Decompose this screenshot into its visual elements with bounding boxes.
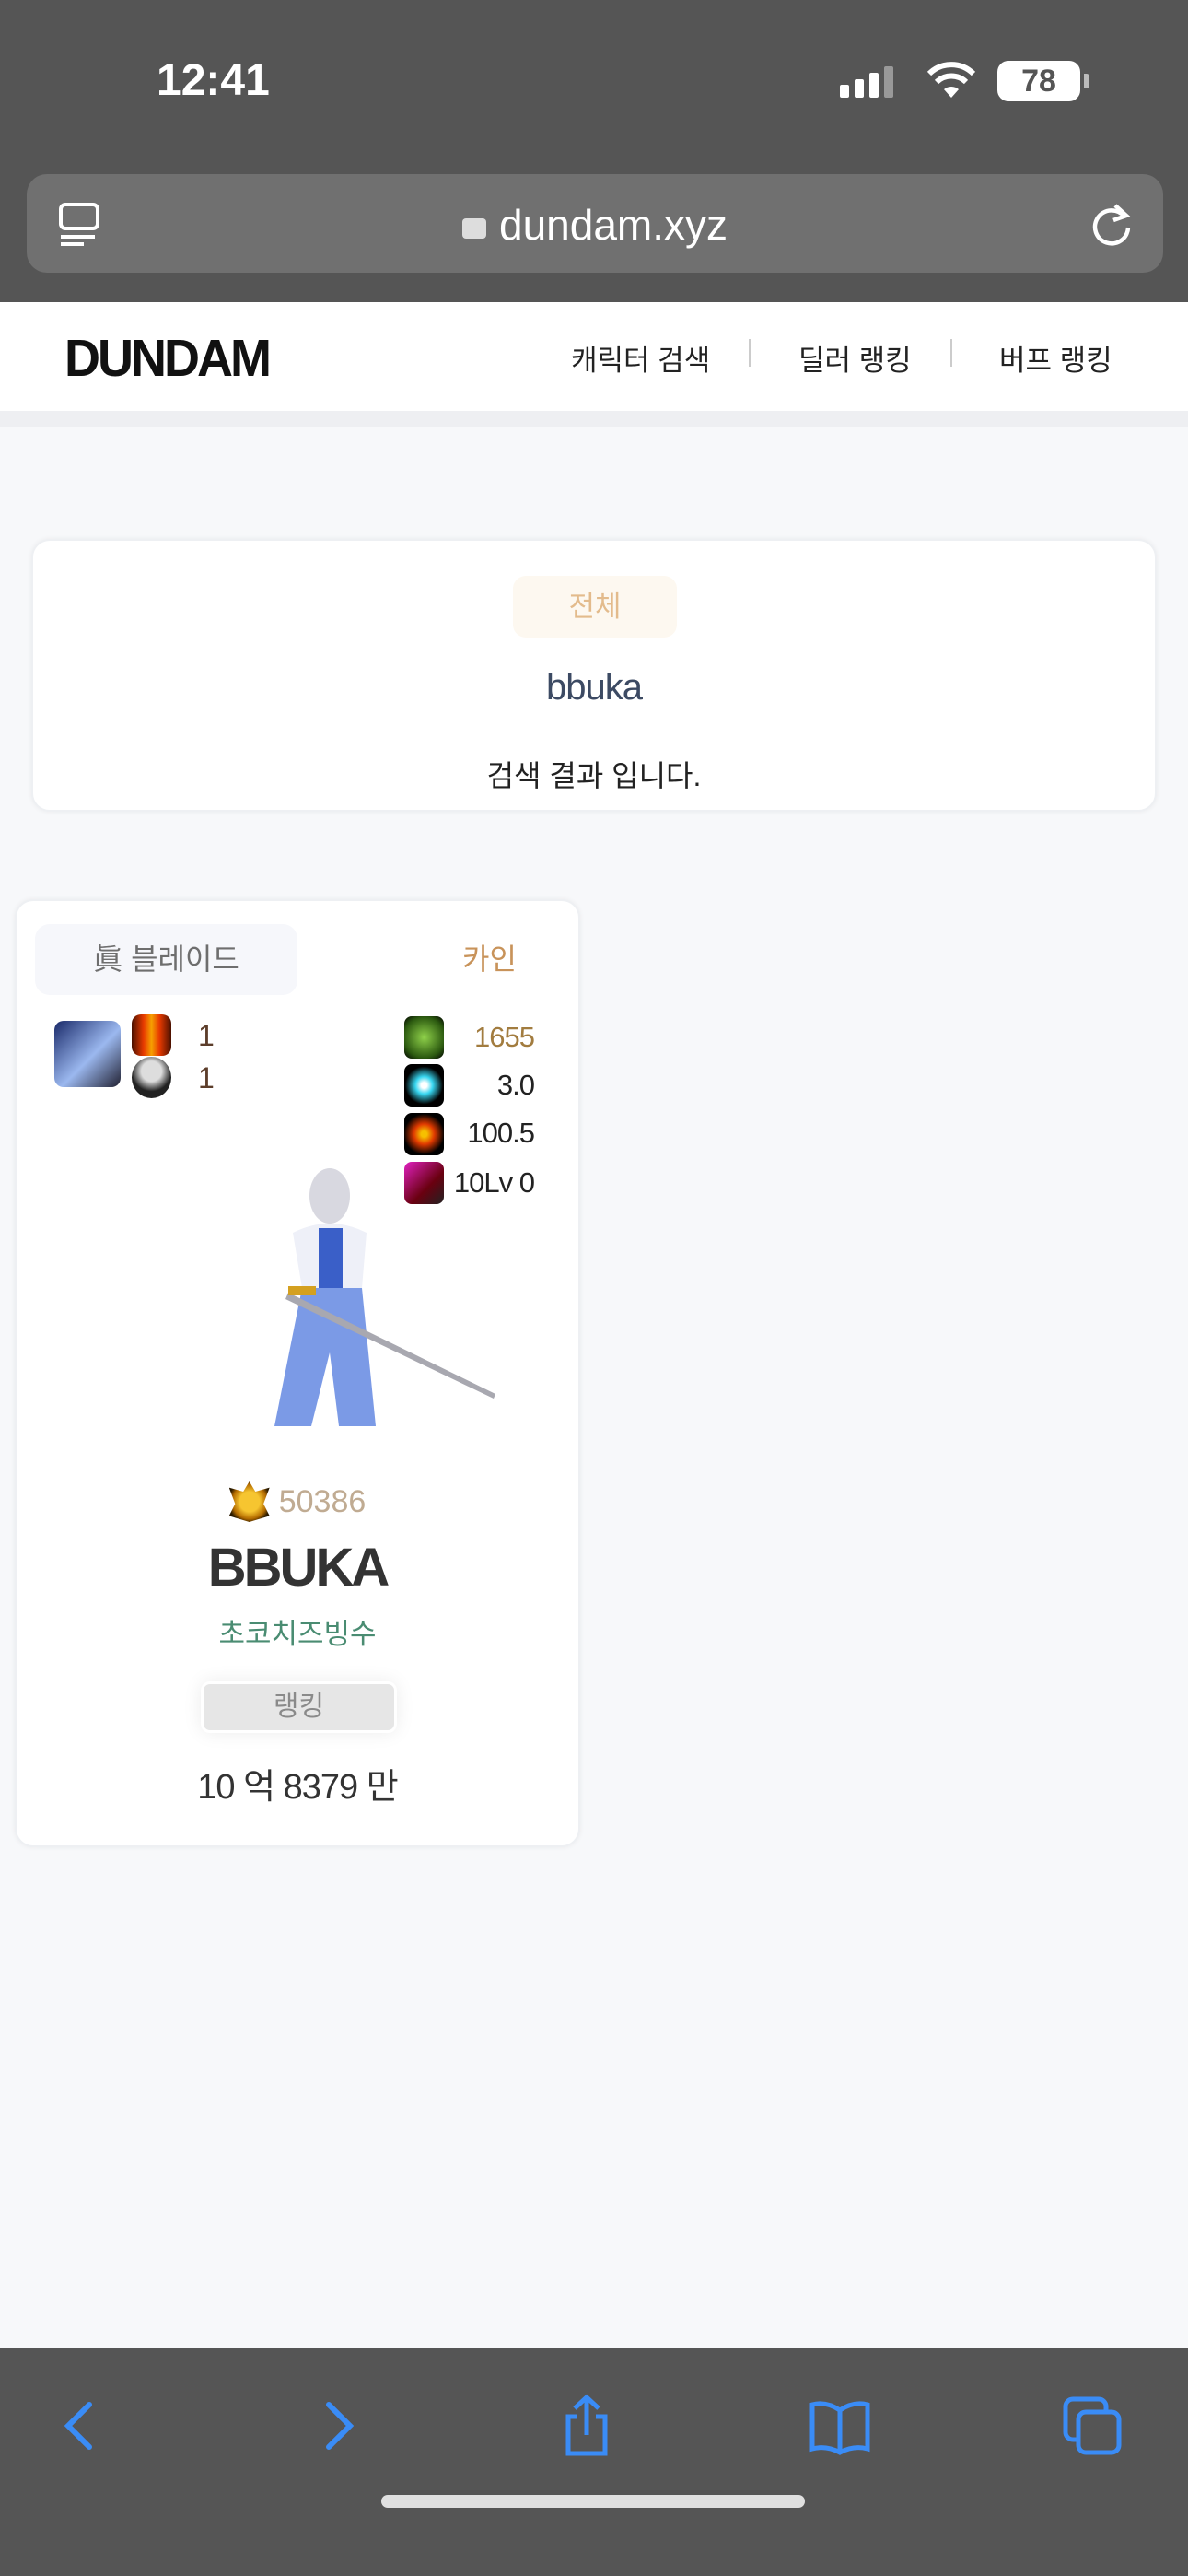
nav-dealer-ranking[interactable]: 딜러 랭킹 <box>798 345 912 377</box>
site-header: DUNDAM 캐릭터 검색 딜러 랭킹 버프 랭킹 <box>0 302 1188 427</box>
nav-divider <box>950 339 952 367</box>
damage-value: 10 억 8379 만 <box>197 1768 398 1807</box>
stat-value: 3.0 <box>496 1069 535 1101</box>
character-name: BBUKA <box>207 1538 390 1598</box>
wifi-icon <box>926 62 976 98</box>
stat-value: 10Lv 0 <box>453 1166 535 1199</box>
character-sprite <box>274 1168 495 1426</box>
helmet-icon <box>404 1016 444 1059</box>
site-logo[interactable]: DUNDAM <box>64 329 272 388</box>
stat-value: 100.5 <box>467 1117 535 1149</box>
bookmarks-icon[interactable] <box>808 2394 872 2458</box>
search-summary-card: 전체 bbuka 검색 결과 입니다. <box>31 539 1157 812</box>
guild-name: 초코치즈빙수 <box>218 1618 377 1650</box>
creature-icon <box>132 1057 171 1098</box>
job-badge: 眞 블레이드 <box>35 924 297 995</box>
tabs-icon[interactable] <box>1060 2394 1124 2458</box>
character-portrait-icon <box>54 1021 121 1087</box>
swirl-icon <box>404 1064 444 1107</box>
banner-icon <box>132 1014 171 1056</box>
battery-indicator: 78 <box>997 61 1089 101</box>
nav-divider <box>749 339 751 367</box>
nav-buff-ranking[interactable]: 버프 랭킹 <box>999 345 1112 377</box>
address-bar[interactable]: dundam.xyz <box>27 174 1163 273</box>
lock-icon <box>461 217 486 239</box>
server-name: 카인 <box>462 943 517 976</box>
ranking-button[interactable]: 랭킹 <box>201 1681 397 1733</box>
stat-value: 1655 <box>474 1021 535 1053</box>
status-time: 12:41 <box>157 56 270 105</box>
url-text: dundam.xyz <box>498 201 728 249</box>
banner-count: 1 <box>198 1019 215 1052</box>
crosshair-icon <box>404 1113 444 1155</box>
fame-emblem-icon <box>228 1481 270 1522</box>
forward-icon[interactable] <box>306 2394 370 2458</box>
filter-chip-all[interactable]: 전체 <box>513 576 677 638</box>
reader-icon[interactable] <box>58 202 102 248</box>
creature-count: 1 <box>198 1061 215 1095</box>
search-query: bbuka <box>546 667 643 708</box>
home-indicator[interactable] <box>381 2495 805 2508</box>
search-result-text: 검색 결과 입니다. <box>486 759 702 792</box>
reload-icon[interactable] <box>1088 200 1136 248</box>
share-icon[interactable] <box>554 2394 619 2458</box>
character-card[interactable]: 眞 블레이드 카인 1 1 1655 3.0 100.5 10Lv 0 5038… <box>15 899 580 1847</box>
back-icon[interactable] <box>48 2394 112 2458</box>
fame-value: 50386 <box>278 1483 367 1519</box>
gem-icon <box>404 1162 444 1204</box>
nav-character-search[interactable]: 캐릭터 검색 <box>571 345 711 377</box>
browser-toolbar <box>0 2348 1188 2576</box>
ios-status-and-address-area: 12:41 78 dundam.xyz <box>0 0 1188 302</box>
cellular-signal-icon <box>840 66 893 98</box>
